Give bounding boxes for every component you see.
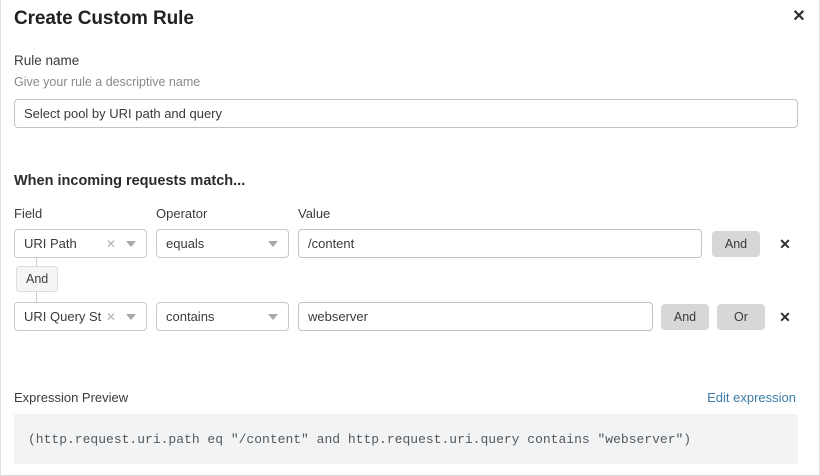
expression-preview-label: Expression Preview xyxy=(14,390,129,405)
chevron-down-icon[interactable] xyxy=(126,240,136,247)
chevron-down-icon[interactable] xyxy=(126,313,136,320)
expression-preview-code-block: (http.request.uri.path eq "/content" and… xyxy=(14,414,798,464)
rule-name-label: Rule name xyxy=(14,53,80,68)
operator-select-row-2[interactable]: contains xyxy=(156,302,289,331)
operator-select-row-1-value: equals xyxy=(166,236,205,251)
field-select-row-1[interactable]: URI Path ✕ xyxy=(14,229,147,258)
expression-preview-text: (http.request.uri.path eq "/content" and… xyxy=(28,431,692,447)
rule-name-help-text: Give your rule a descriptive name xyxy=(14,75,201,89)
operator-select-row-1[interactable]: equals xyxy=(156,229,289,258)
close-icon[interactable]: ✕ xyxy=(105,236,116,251)
field-select-row-1-value: URI Path xyxy=(24,236,77,251)
connector-line-top xyxy=(36,258,37,267)
chevron-down-icon[interactable] xyxy=(268,240,278,247)
rule-name-input[interactable] xyxy=(14,99,798,128)
value-input-row-1[interactable] xyxy=(298,229,702,258)
column-label-operator: Operator xyxy=(156,206,208,221)
or-button-row-2[interactable]: Or xyxy=(717,304,765,330)
delete-row-2-icon[interactable]: ✕ xyxy=(779,309,791,325)
page-title: Create Custom Rule xyxy=(14,8,194,29)
group-connector-badge[interactable]: And xyxy=(16,266,59,292)
field-select-row-2[interactable]: URI Query St... ✕ xyxy=(14,302,147,331)
operator-select-row-2-value: contains xyxy=(166,309,215,324)
edit-expression-link[interactable]: Edit expression xyxy=(707,390,796,405)
chevron-down-icon[interactable] xyxy=(268,313,278,320)
close-icon[interactable]: ✕ xyxy=(105,309,116,324)
close-icon[interactable]: ✕ xyxy=(792,8,806,25)
and-button-row-1[interactable]: And xyxy=(712,231,760,257)
column-label-field: Field xyxy=(14,206,43,221)
value-input-row-2[interactable] xyxy=(298,302,653,331)
delete-row-1-icon[interactable]: ✕ xyxy=(779,236,791,252)
match-section-heading: When incoming requests match... xyxy=(14,173,246,189)
column-label-value: Value xyxy=(298,206,331,221)
connector-line-bottom xyxy=(36,292,37,302)
and-button-row-2[interactable]: And xyxy=(661,304,709,330)
field-select-row-2-value: URI Query St... xyxy=(24,309,102,324)
